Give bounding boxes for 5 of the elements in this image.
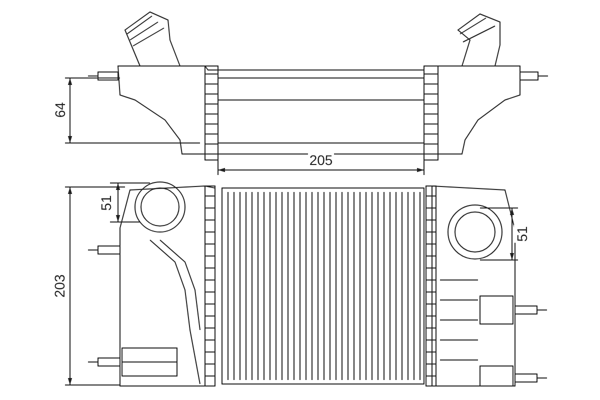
dimension-value: 51 <box>514 225 530 243</box>
dimension-value: 205 <box>308 152 334 168</box>
dimension-value: 64 <box>52 101 68 119</box>
dimension-value: 51 <box>98 194 114 212</box>
dimension-value: 203 <box>52 273 68 299</box>
